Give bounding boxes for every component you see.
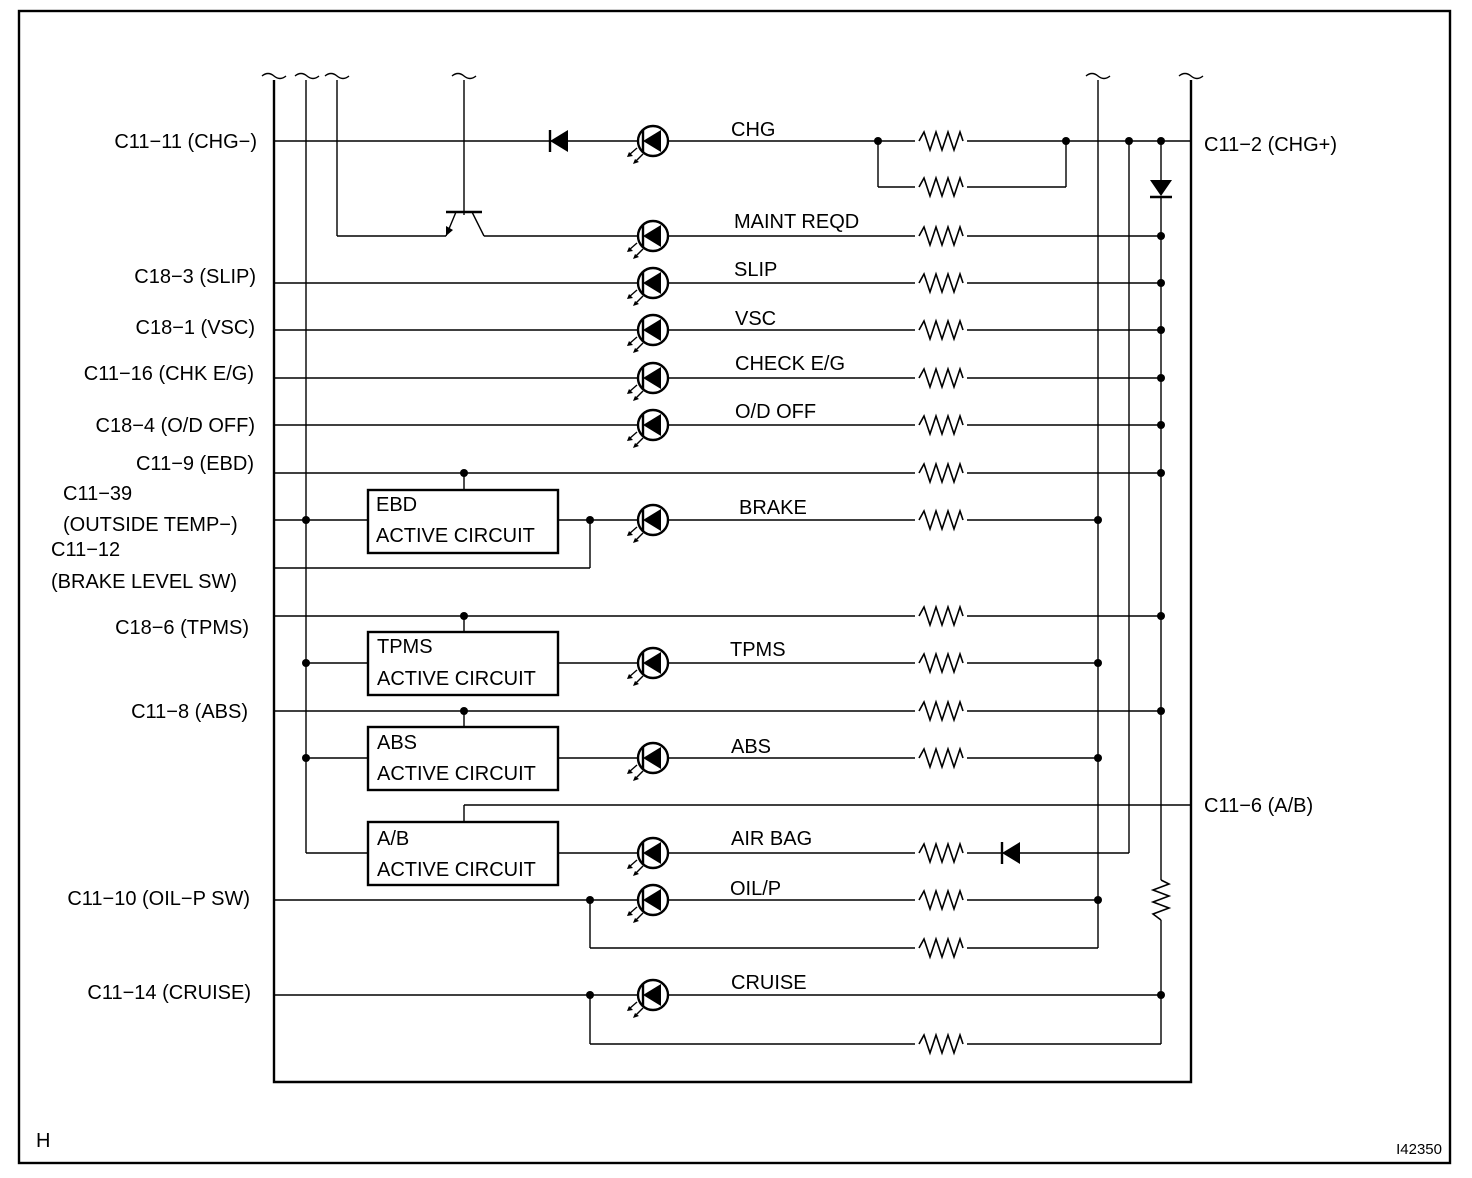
pin-label-outside-temp-1: C11−39 [63,483,132,505]
pin-label-od-off: C18−4 (O/D OFF) [96,415,255,437]
vertical-buses [305,80,1162,1044]
abs-line [274,698,1165,727]
pin-label-vsc: C18−1 (VSC) [136,317,256,339]
abs-box-title: ABS [377,732,417,754]
ebd-row [274,460,1165,490]
abs-box-subtitle: ACTIVE CIRCUIT [377,763,536,785]
ab-active-circuit-box [366,820,560,887]
vsc-row [274,313,1165,355]
pin-label-chg-minus: C11−11 (CHG−) [114,131,257,153]
indicator-label-vsc: VSC [735,308,776,330]
indicator-label-od-off: O/D OFF [735,401,816,423]
brake-row [274,488,1102,569]
pin-label-ab: C11−6 (A/B) [1204,795,1313,817]
chg-row [274,124,1191,200]
oil-p-row [274,883,1102,961]
maint-reqd-row [337,210,1165,261]
od-off-row [274,408,1165,450]
break-marks [261,72,1204,80]
ebd-box-title: EBD [376,494,417,516]
pin-label-cruise: C11−14 (CRUISE) [87,982,251,1004]
pin-label-tpms: C18−6 (TPMS) [115,617,249,639]
ab-line [463,804,1191,822]
indicator-label-slip: SLIP [734,259,777,281]
indicator-label-check-eg: CHECK E/G [735,353,845,375]
pin-label-oil-p: C11−10 (OIL−P SW) [67,888,250,910]
indicator-label-cruise: CRUISE [731,972,807,994]
pin-label-chg-plus: C11−2 (CHG+) [1204,134,1337,156]
abs-active-circuit-box [366,725,560,792]
pin-label-chk-eg: C11−16 (CHK E/G) [84,363,254,385]
meter-outline [272,80,1193,1084]
cruise-row [274,978,1165,1057]
figure-id: I42350 [1396,1141,1442,1158]
tpms-line [274,603,1165,632]
figure-frame [17,9,1452,1165]
pin-label-ebd: C11−9 (EBD) [136,453,254,475]
indicator-label-maint-reqd: MAINT REQD [734,211,859,233]
tpms-active-circuit-box [366,630,560,697]
indicator-label-tpms: TPMS [730,639,786,661]
tpms-row [302,630,1102,697]
ab-box-title: A/B [377,828,409,850]
air-bag-row [306,820,1129,887]
indicator-label-brake: BRAKE [739,497,807,519]
pin-label-slip: C18−3 (SLIP) [134,266,256,288]
indicator-label-chg: CHG [731,119,775,141]
pin-label-outside-temp-2: (OUTSIDE TEMP−) [63,514,238,536]
pin-label-brake-level-2: (BRAKE LEVEL SW) [51,571,237,593]
ab-box-subtitle: ACTIVE CIRCUIT [377,859,536,881]
check-eg-row [274,361,1165,403]
pin-label-abs: C11−8 (ABS) [131,701,248,723]
abs-row [302,725,1102,792]
corner-label: H [36,1130,50,1152]
indicator-label-air-bag: AIR BAG [731,828,812,850]
pin-label-brake-level-1: C11−12 [51,539,120,561]
slip-row [274,266,1165,308]
ebd-box-subtitle: ACTIVE CIRCUIT [376,525,535,547]
indicator-label-oil-p: OIL/P [730,878,781,900]
bus-resistor [1150,879,1172,921]
tpms-box-title: TPMS [377,636,433,658]
tpms-box-subtitle: ACTIVE CIRCUIT [377,668,536,690]
ebd-active-circuit-box [366,488,560,555]
indicator-label-abs: ABS [731,736,771,758]
